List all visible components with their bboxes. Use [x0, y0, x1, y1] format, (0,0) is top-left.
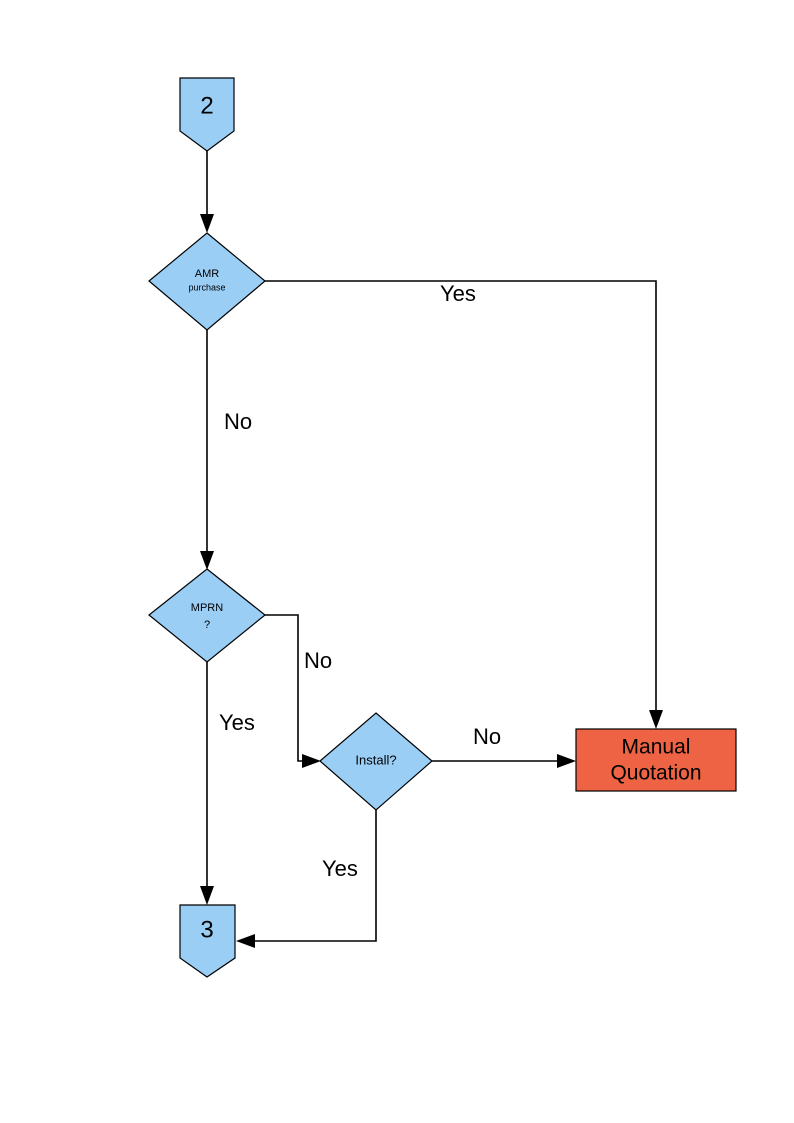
edge-label-amr-yes: Yes — [440, 281, 476, 306]
node-process-manual-quotation[interactable]: Manual Quotation — [575, 728, 737, 792]
edge-mprn-no — [265, 614, 321, 768]
decision-install-shape[interactable] — [319, 712, 433, 811]
node-decision-amr-purchase[interactable]: AMR purchase — [148, 232, 266, 331]
decision-mprn-shape[interactable] — [148, 568, 266, 663]
edge-install-yes-arrowhead — [236, 934, 255, 948]
edge-label-mprn-yes: Yes — [219, 710, 255, 735]
decision-amr-purchase-shape[interactable] — [148, 232, 266, 331]
process-manual-quotation-label-line2: Quotation — [610, 762, 701, 785]
end-connector-3-label: 3 — [200, 916, 213, 943]
process-manual-quotation-shape[interactable] — [575, 728, 737, 792]
edge-amr-yes-line — [265, 280, 657, 719]
decision-mprn-label-line2: ? — [204, 619, 210, 631]
edge-amr-yes-arrowhead — [649, 710, 663, 729]
start-connector-2-label: 2 — [200, 92, 213, 119]
edge-2-to-amr — [200, 151, 214, 233]
decision-amr-purchase-label-line1: AMR — [195, 268, 220, 280]
edge-mprn-no-arrowhead — [302, 754, 321, 768]
decision-install-label: Install? — [355, 752, 396, 767]
decision-amr-purchase-label-line2: purchase — [188, 282, 225, 292]
edge-install-no — [432, 754, 576, 768]
node-decision-install[interactable]: Install? — [319, 712, 433, 811]
edge-install-yes-line — [245, 810, 377, 942]
edge-amr-no — [200, 330, 214, 570]
edge-amr-yes — [265, 280, 663, 729]
edge-install-no-arrowhead — [557, 754, 576, 768]
end-connector-3-shape[interactable] — [179, 904, 236, 978]
edge-label-amr-no: No — [224, 409, 252, 434]
node-start-connector-2[interactable]: 2 — [179, 77, 235, 152]
start-connector-2-shape[interactable] — [179, 77, 235, 152]
node-decision-mprn[interactable]: MPRN ? — [148, 568, 266, 663]
edge-mprn-yes-arrowhead — [200, 886, 214, 905]
edge-label-mprn-no: No — [304, 648, 332, 673]
process-manual-quotation-label-line1: Manual — [622, 736, 691, 759]
edge-mprn-yes — [200, 662, 214, 905]
edge-amr-no-arrowhead — [200, 551, 214, 570]
decision-mprn-label-line1: MPRN — [191, 602, 223, 614]
edge-2-to-amr-arrowhead — [200, 214, 214, 233]
edge-mprn-no-line — [265, 614, 312, 762]
edge-label-install-yes: Yes — [322, 856, 358, 881]
edge-label-install-no: No — [473, 724, 501, 749]
node-end-connector-3[interactable]: 3 — [179, 904, 236, 978]
edge-install-yes — [236, 810, 377, 948]
